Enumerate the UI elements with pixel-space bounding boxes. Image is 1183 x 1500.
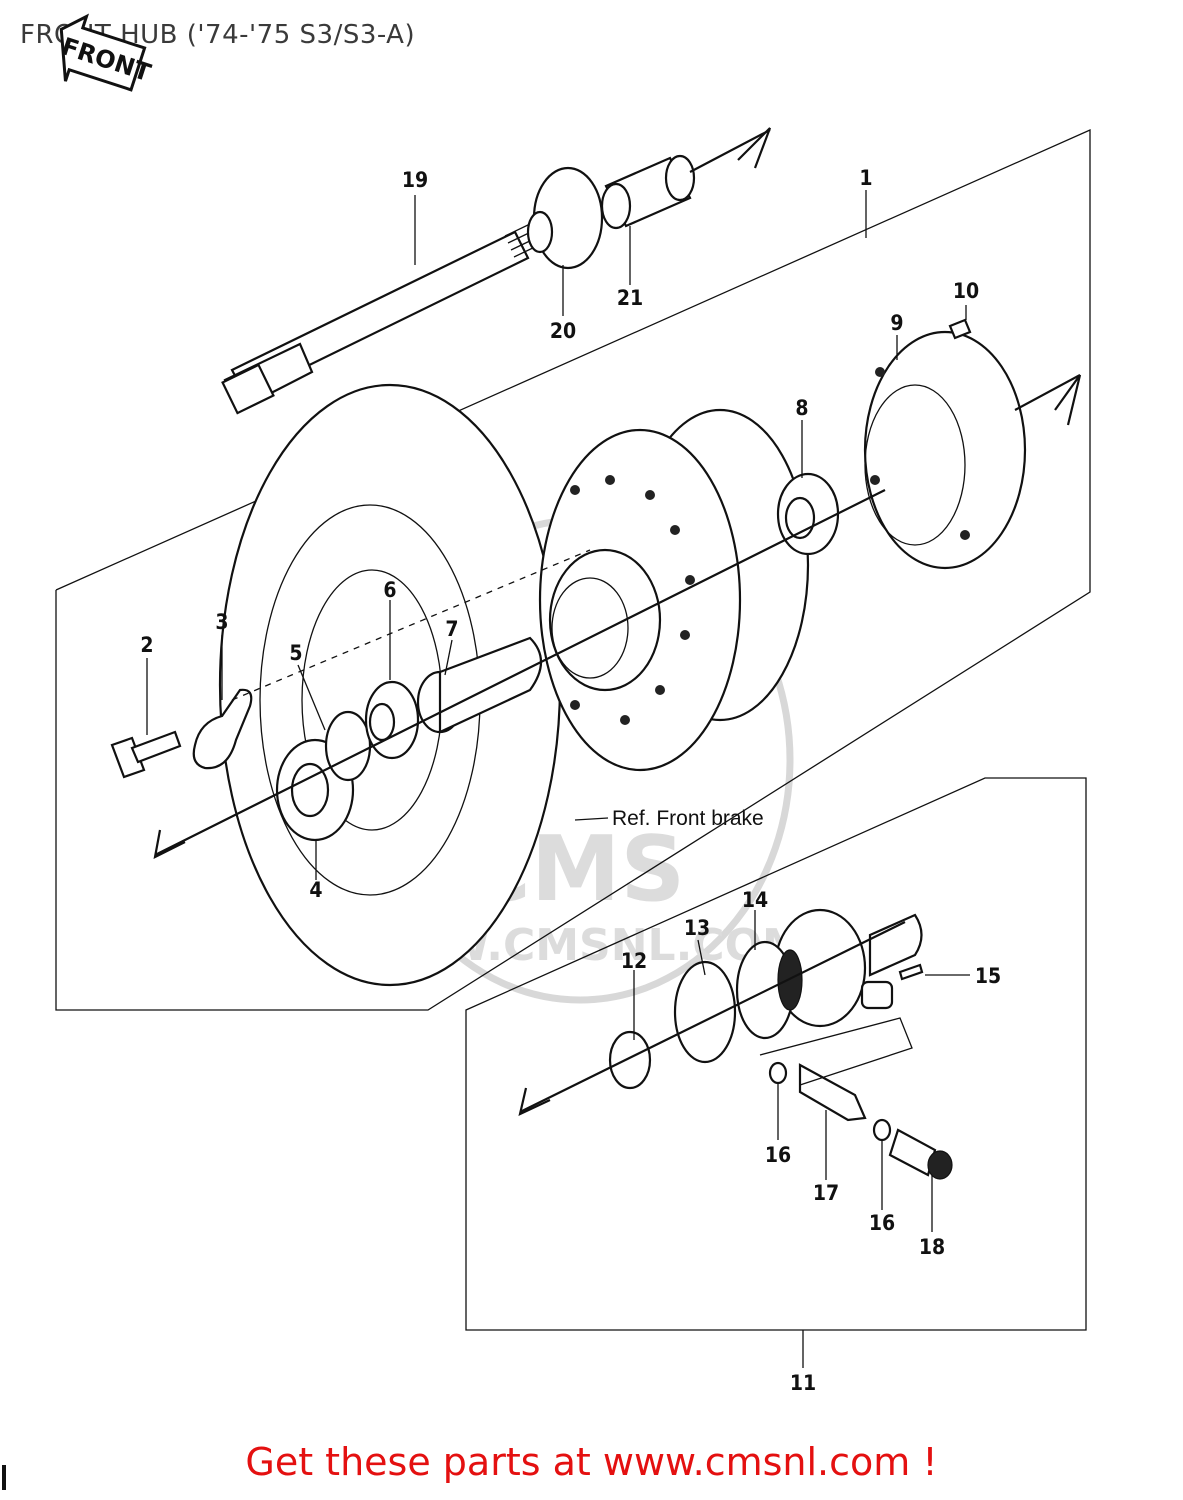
screw-10 — [948, 318, 972, 340]
hub-cover-9 — [863, 330, 1027, 570]
ref-front-brake-label: Ref. Front brake — [612, 807, 764, 830]
pinion-17 — [798, 1063, 867, 1122]
axis-line-top — [689, 129, 771, 173]
callout-11: 11 — [790, 1371, 816, 1395]
callout-5: 5 — [289, 641, 302, 665]
callout-6: 6 — [383, 578, 396, 602]
lock-plate-3 — [192, 688, 253, 770]
callout-12: 12 — [621, 949, 647, 973]
callout-14: 14 — [742, 888, 768, 912]
axle-spacer-20 — [526, 166, 604, 270]
bolt-2 — [110, 730, 182, 779]
assembly-frame-11 — [465, 777, 1087, 1331]
axis-line-gear — [519, 921, 906, 1113]
axis-line-right — [1014, 374, 1081, 411]
bearing-6 — [364, 680, 420, 760]
gear-bracket — [759, 1017, 913, 1086]
washer-16b — [872, 1118, 892, 1142]
axis-arrow-left — [153, 829, 186, 859]
bearing-8 — [776, 472, 840, 556]
axis-line-center — [154, 489, 886, 856]
retainer-12 — [608, 1030, 652, 1090]
axis-arrow-top — [737, 127, 772, 169]
callout-16a: 16 — [765, 1143, 791, 1167]
axis-arrow-gear — [518, 1087, 551, 1116]
axle-19 — [221, 223, 540, 415]
callout-15: 15 — [975, 964, 1001, 988]
washer-16a — [768, 1061, 788, 1085]
callout-1: 1 — [859, 166, 872, 190]
callout-18: 18 — [919, 1235, 945, 1259]
callout-19: 19 — [402, 168, 428, 192]
callout-numbers: 1 2 3 4 5 6 7 8 9 10 11 12 13 14 15 16 1… — [140, 166, 1001, 1395]
callout-10: 10 — [953, 279, 979, 303]
pin-15 — [898, 963, 924, 981]
bushing-18 — [888, 1128, 953, 1180]
leader-lines — [146, 190, 970, 1368]
callout-2: 2 — [140, 633, 153, 657]
callout-7: 7 — [445, 617, 458, 641]
callout-16b: 16 — [869, 1211, 895, 1235]
oil-seal-5 — [324, 710, 372, 782]
callout-9: 9 — [890, 311, 903, 335]
axis-arrow-right — [1054, 374, 1082, 426]
callout-21: 21 — [617, 286, 643, 310]
callout-4: 4 — [309, 878, 322, 902]
wheel-hub — [538, 408, 810, 772]
callout-17: 17 — [813, 1181, 839, 1205]
gear-ring-13 — [673, 960, 737, 1064]
footer-link-text[interactable]: Get these parts at www.cmsnl.com ! — [245, 1440, 938, 1484]
callout-8: 8 — [795, 396, 808, 420]
axle-collar-21 — [600, 154, 696, 230]
callout-13: 13 — [684, 916, 710, 940]
front-arrow-icon: FRONT — [58, 13, 155, 92]
assembly-frame-1 — [55, 128, 1091, 1011]
alignment-line — [231, 549, 591, 701]
callout-3: 3 — [215, 610, 228, 634]
callout-20: 20 — [550, 319, 576, 343]
